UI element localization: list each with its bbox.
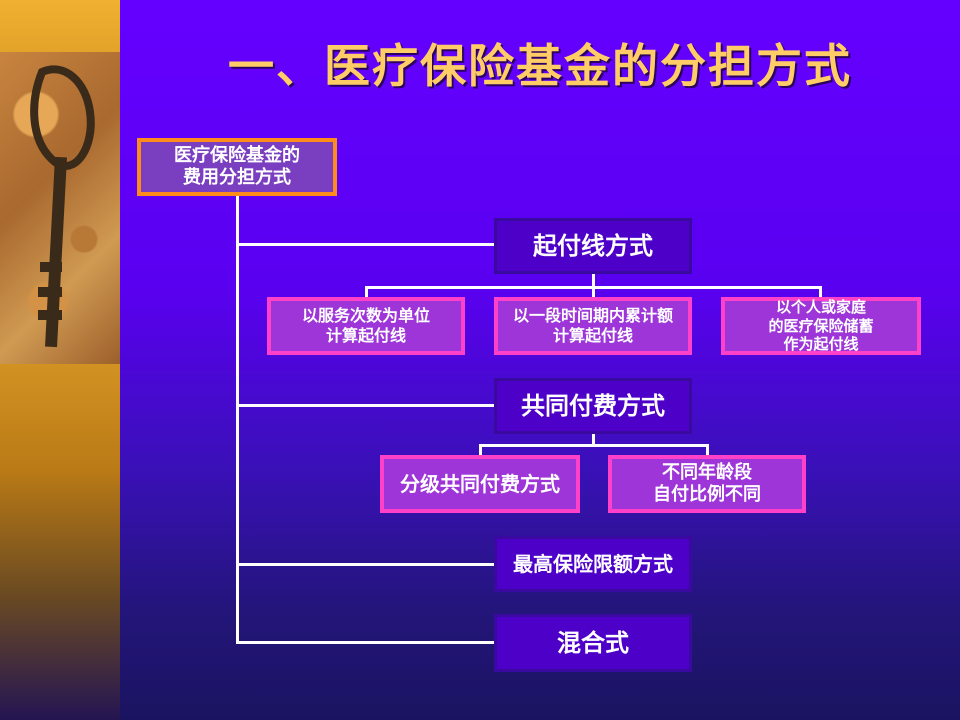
sub-node-age-ratio: 不同年龄段 自付比例不同 xyxy=(608,455,806,513)
sidebar-bottom xyxy=(0,364,120,720)
connector-sub2-drop-a xyxy=(479,444,482,456)
connector-sub1-drop-a xyxy=(365,286,368,298)
method-node-threshold: 起付线方式 xyxy=(494,218,692,274)
sub-node-period-cumulative: 以一段时间期内累计额 计算起付线 xyxy=(494,297,692,355)
method-node-copayment: 共同付费方式 xyxy=(494,378,692,434)
connector-branch-2 xyxy=(236,404,494,407)
connector-branch-4 xyxy=(236,641,494,644)
connector-sub2-stem xyxy=(592,433,595,446)
sub-node-per-visit: 以服务次数为单位 计算起付线 xyxy=(267,297,465,355)
root-node: 医疗保险基金的 费用分担方式 xyxy=(137,138,337,196)
connector-sub2-drop-b xyxy=(706,444,709,456)
connector-sub2-bar xyxy=(479,444,709,447)
method-node-max-limit: 最高保险限额方式 xyxy=(494,536,692,592)
slide-background xyxy=(120,0,960,720)
connector-sub1-stem xyxy=(592,273,595,287)
slide-title: 一、医疗保险基金的分担方式 xyxy=(228,39,852,93)
connector-branch-3 xyxy=(236,563,494,566)
key-photo xyxy=(0,52,120,364)
connector-sub1-drop-c xyxy=(819,286,822,298)
sub-node-savings: 以个人或家庭 的医疗保险储蓄 作为起付线 xyxy=(721,297,921,355)
sidebar-top-strip xyxy=(0,0,120,52)
connector-branch-1 xyxy=(236,243,494,246)
sub-node-tiered-copay: 分级共同付费方式 xyxy=(380,455,580,513)
connector-sub1-drop-b xyxy=(592,286,595,298)
method-node-mixed: 混合式 xyxy=(494,614,692,672)
connector-trunk xyxy=(236,196,239,644)
key-icon xyxy=(30,65,95,348)
